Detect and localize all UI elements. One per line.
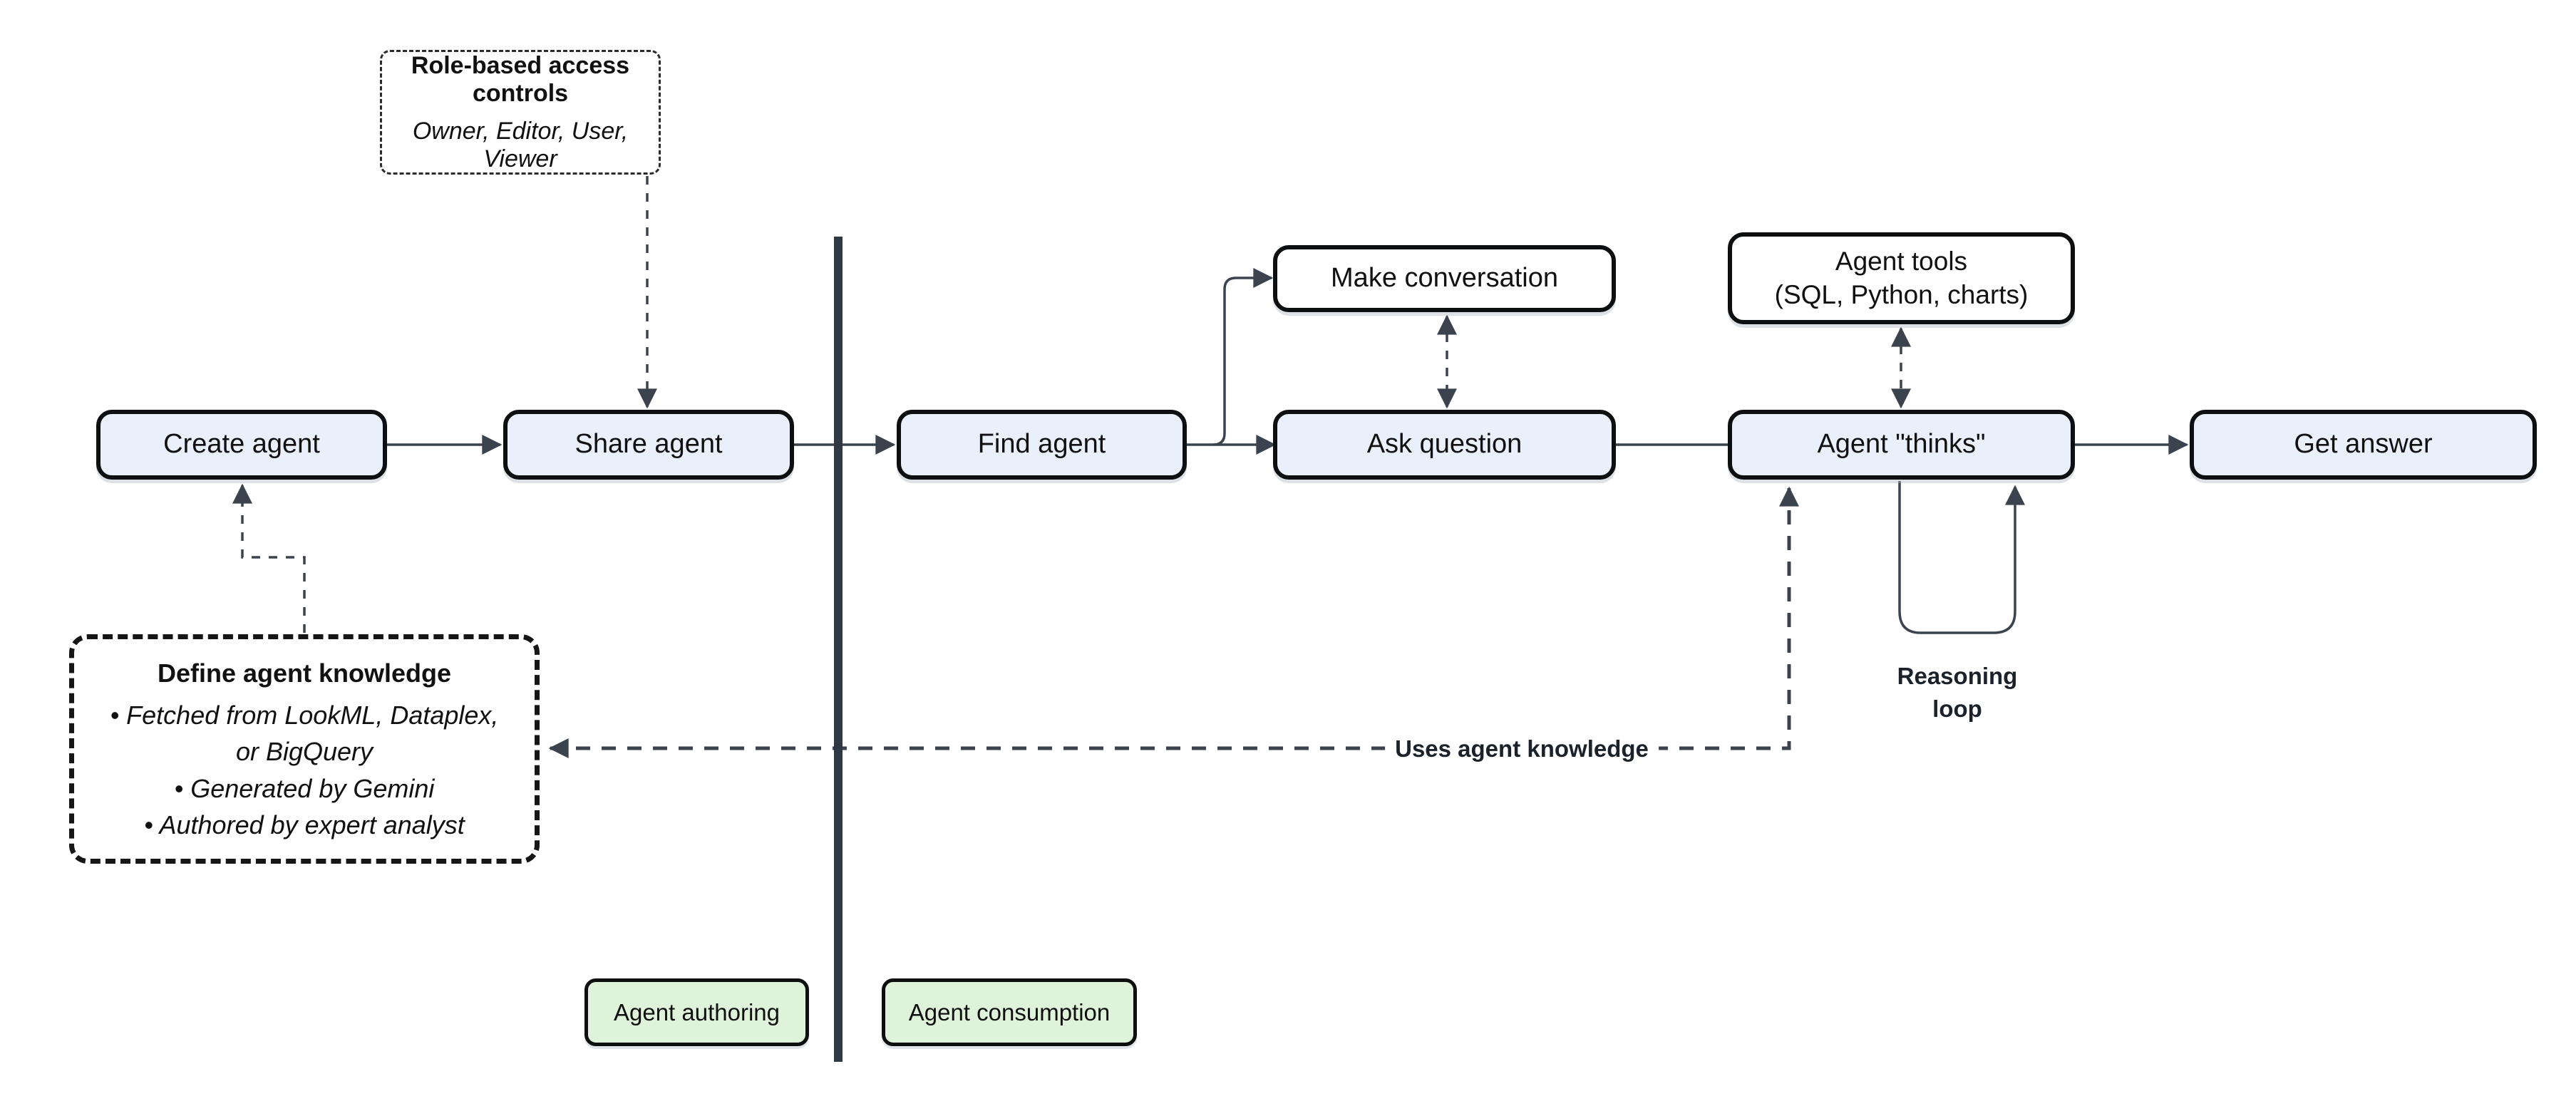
note-define-agent-knowledge: Define agent knowledge Fetched from Look… [69, 634, 540, 864]
note-role-based-access-title: Role-based access controls [411, 51, 630, 107]
node-share-agent-label: Share agent [575, 429, 723, 460]
uses-agent-knowledge-label: Uses agent knowledge [1385, 735, 1659, 763]
node-agent-tools-label-line1: Agent tools [1835, 247, 1968, 276]
dashed-arrow-knowledge-to-create [232, 483, 306, 633]
node-ask-question-label: Ask question [1366, 429, 1523, 460]
knowledge-bullet-gemini: Generated by Gemini [101, 770, 508, 807]
node-find-agent-label: Find agent [977, 429, 1106, 460]
chip-agent-consumption-label: Agent consumption [908, 998, 1111, 1025]
chip-agent-authoring-label: Agent authoring [613, 998, 780, 1025]
node-get-answer-label: Get answer [2294, 429, 2433, 460]
knowledge-bullet-analyst: Authored by expert analyst [101, 807, 508, 843]
node-create-agent: Create agent [96, 410, 387, 480]
node-agent-thinks-label: Agent "thinks" [1817, 429, 1986, 460]
node-agent-thinks: Agent "thinks" [1728, 410, 2075, 480]
reasoning-loop-label: Reasoning loop [1897, 663, 2018, 723]
node-find-agent: Find agent [897, 410, 1187, 480]
node-ask-question: Ask question [1273, 410, 1616, 480]
node-get-answer: Get answer [2190, 410, 2537, 480]
note-role-based-access-roles: Owner, Editor, User, Viewer [412, 117, 629, 172]
node-agent-tools: Agent tools (SQL, Python, charts) [1728, 232, 2075, 324]
authoring-consumption-divider [834, 237, 843, 1062]
arrow-find-to-make-conversation [1212, 268, 1274, 446]
node-create-agent-label: Create agent [163, 429, 320, 460]
reasoning-loop-arrow [1898, 481, 2025, 634]
note-role-based-access: Role-based access controls Owner, Editor… [380, 50, 661, 175]
note-define-agent-knowledge-bullets: Fetched from LookML, Dataplex, or BigQue… [101, 697, 508, 842]
node-make-conversation: Make conversation [1273, 245, 1616, 312]
node-agent-tools-label-line2: (SQL, Python, charts) [1774, 279, 2029, 309]
dashed-arrow-uses-agent-knowledge [548, 486, 1799, 758]
note-define-agent-knowledge-title: Define agent knowledge [157, 658, 452, 688]
knowledge-bullet-sources: Fetched from LookML, Dataplex, or BigQue… [101, 697, 508, 770]
node-make-conversation-label: Make conversation [1331, 263, 1558, 294]
chip-agent-authoring: Agent authoring [584, 978, 809, 1046]
chip-agent-consumption: Agent consumption [882, 978, 1137, 1046]
node-share-agent: Share agent [503, 410, 794, 480]
